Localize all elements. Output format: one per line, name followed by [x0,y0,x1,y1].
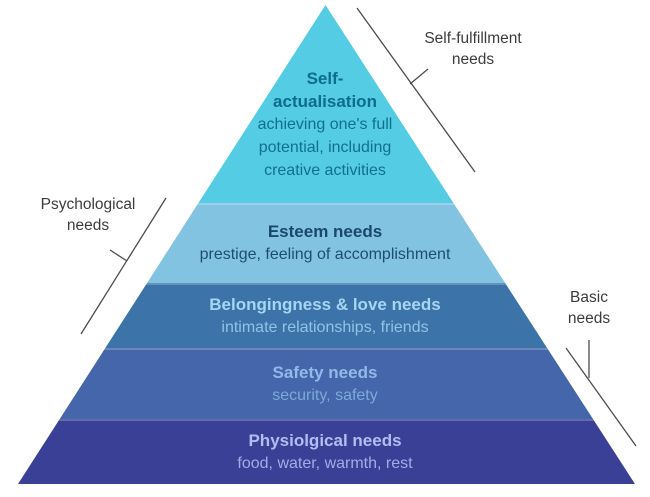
tier-physiological-title: Physiolgical needs [248,430,402,450]
tier-esteem-title: Esteem needs [267,222,383,241]
psychological-pointer-tick [109,249,128,262]
tier-safety-title: Safety needs [272,362,378,382]
tier-physiological: Physiolgical needs food, water, warmth, … [18,419,635,484]
tier-belongingness-love-subtitle: intimate relationships, friends [221,318,429,336]
callout-self-fulfillment-needs: Self-fulfillment needs [424,30,522,68]
tier-physiological-subtitle: food, water, warmth, rest [237,454,413,472]
tier-safety-subtitle: security, safety [272,386,378,404]
tier-self-actualisation: Self- actualisation achieving one's full… [18,5,635,203]
callout-basic-needs: Basic needs [567,289,611,327]
tier-belongingness-love-title: Belongingness & love needs [209,294,441,314]
self-fulfillment-pointer-tick [409,68,429,85]
callout-psychological-needs: Psychological needs [40,196,136,234]
tier-self-actualisation-subtitle: achieving one's full potential, includin… [257,116,393,179]
tier-self-actualisation-title: Self- actualisation [273,69,377,111]
tier-safety: Safety needs security, safety [18,348,635,419]
tier-esteem-subtitle: prestige, feeling of accomplishment [199,246,451,263]
